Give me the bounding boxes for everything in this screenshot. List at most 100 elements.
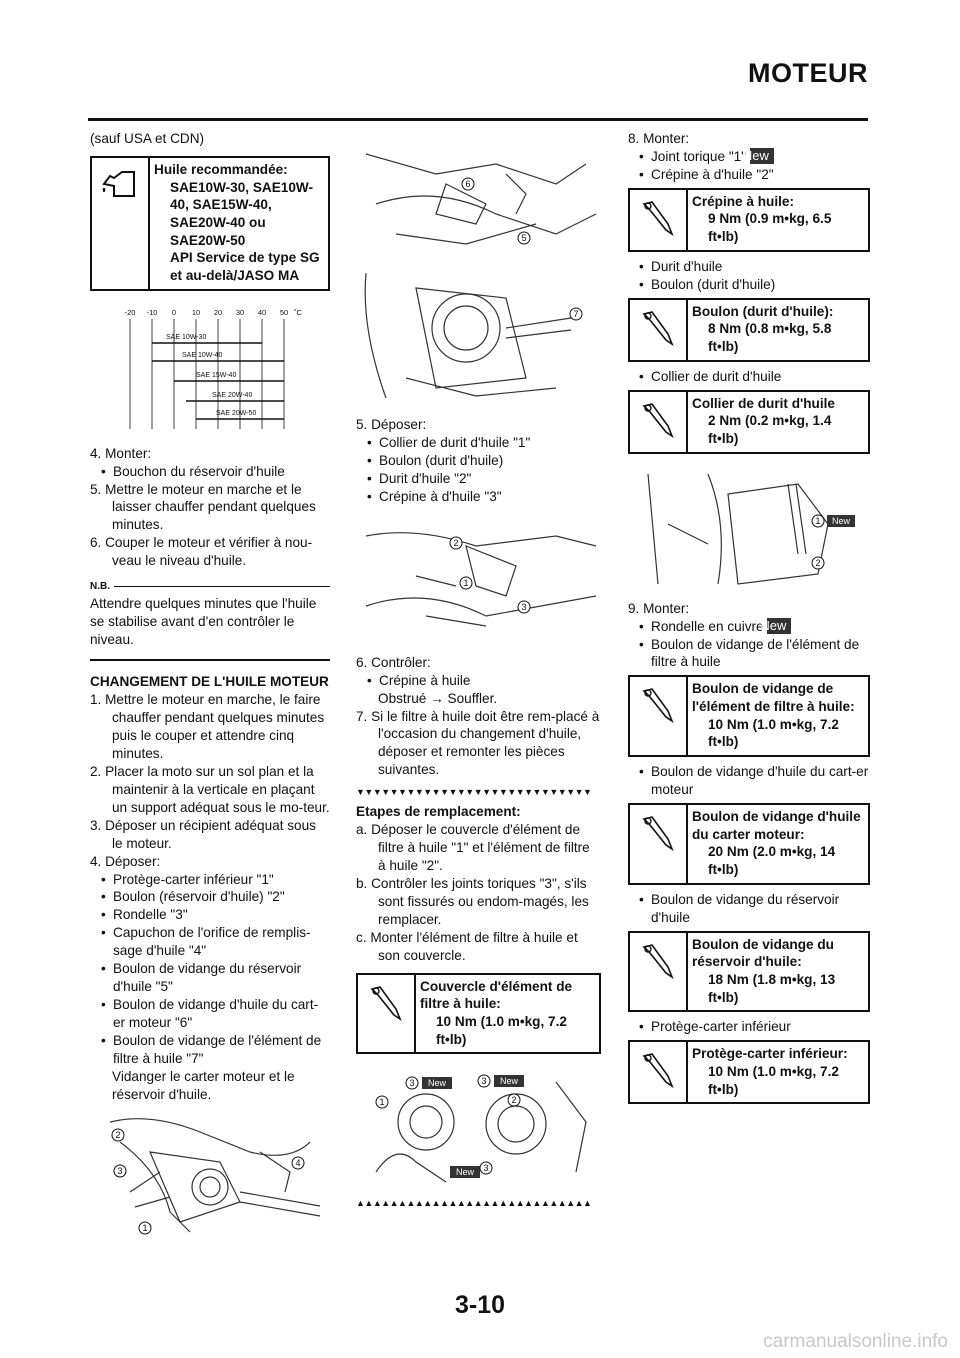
new-badge: New <box>743 147 774 164</box>
step: Boulon de vidange d'huile du cart-er mot… <box>628 763 870 799</box>
callout-label: 3 <box>117 1166 122 1176</box>
step: 5. Déposer: <box>356 417 427 432</box>
step: b. Contrôler les joints toriques "3", s'… <box>356 875 589 927</box>
step: Boulon de vidange d'huile du cart-er mot… <box>90 996 330 1032</box>
oil-spec-value: et au-delà/JASO MA <box>170 267 300 283</box>
engine-illustration-4: 2 1 3 <box>365 531 597 627</box>
spec-value: 10 Nm (1.0 m•kg, 7.2 ft•lb) <box>708 716 839 750</box>
step: Boulon de vidange du réservoir d'huile "… <box>90 960 330 996</box>
step: Protège-carter inférieur <box>628 1018 870 1036</box>
callout-label: 1 <box>815 516 820 526</box>
oil-spec-value: SAE20W-40 ou <box>170 214 266 230</box>
torque-spec-box: Boulon (durit d'huile): 8 Nm (0.8 m•kg, 5… <box>628 297 870 362</box>
torque-spec-box: Boulon de vidange d'huile du carter mote… <box>628 802 870 885</box>
step: Collier de durit d'huile "1" <box>356 434 601 452</box>
step: 2. Placer la moto sur un sol plan et la … <box>90 763 330 815</box>
engine-illustration-3: 7 <box>364 272 583 399</box>
new-badge-label: New <box>500 1076 519 1086</box>
grade-label: SAE 15W-40 <box>196 372 236 379</box>
callout-label: 1 <box>379 1097 384 1107</box>
step: Crépine à d'huile "3" <box>356 488 601 506</box>
step: Crépine à d'huile "2" <box>628 166 870 184</box>
new-badge-label: New <box>832 516 851 526</box>
step: Boulon de vidange de l'élément de filtre… <box>90 1032 330 1068</box>
page-number: 3-10 <box>454 1291 506 1319</box>
torque-spec-text: Boulon de vidange de l'élément de filtre… <box>688 677 868 755</box>
callout-label: 3 <box>481 1076 486 1086</box>
step: Joint torique "1" New <box>628 147 870 166</box>
steps-end-marker: ▲▲▲▲▲▲▲▲▲▲▲▲▲▲▲▲▲▲▲▲▲▲▲▲▲▲▲▲ <box>356 1198 592 1209</box>
oil-spec-value: 40, SAE15W-40, <box>170 197 272 213</box>
spec-title: Boulon (durit d'huile): <box>692 303 834 319</box>
nb-note: N.B. Attendre quelques minutes que l'hui… <box>90 580 330 662</box>
step: 6. Couper le moteur et vérifier à nou-ve… <box>90 535 313 569</box>
spec-title: Boulon de vidange de l'élément de filtre… <box>692 681 855 715</box>
new-badge-mark <box>827 514 855 527</box>
steps-list-c2a: 5. Déposer: Collier de durit d'huile "1"… <box>356 416 601 506</box>
step: Collier de durit d'huile <box>628 368 870 386</box>
callout-label: 1 <box>142 1223 147 1233</box>
callout-label: 6 <box>465 179 470 189</box>
callout-label: 2 <box>115 1130 120 1140</box>
item-text: Rondelle en cuivre <box>651 618 764 634</box>
step: 7. Si le filtre à huile doit être rem-pl… <box>356 708 600 778</box>
new-badge: New <box>760 617 792 634</box>
step: Capuchon de l'orifice de remplis-sage d'… <box>90 924 330 960</box>
spec-title: Crépine à huile: <box>692 193 794 209</box>
page-title: MOTEUR <box>748 58 868 88</box>
torque-spec-box: Boulon de vidange du réservoir d'huile:1… <box>628 930 870 1013</box>
engine-illustration-2: 6 5 <box>365 153 597 245</box>
oil-spec-box: Huile recommandée: SAE10W-30, SAE10W- 40… <box>90 155 330 291</box>
chart-tick: ˚C <box>294 308 302 317</box>
nb-label: N.B. <box>90 581 110 593</box>
new-badge-label: New <box>456 1167 475 1177</box>
callout-label: 2 <box>511 1095 516 1105</box>
spec-title: Collier de durit d'huile <box>692 395 835 411</box>
torque-spec-box: Crépine à huile: 9 Nm (0.9 m•kg, 6.5 ft•l… <box>628 187 870 252</box>
step: Vidanger le carter moteur et le réservoi… <box>112 1068 295 1102</box>
spec-value: 9 Nm (0.9 m•kg, 6.5 ft•lb) <box>708 211 832 245</box>
step: Rondelle "3" <box>90 906 330 924</box>
new-badge-mark <box>422 1077 452 1090</box>
replacement-steps-title: Etapes de remplacement: <box>356 804 521 820</box>
callout-label: 3 <box>409 1078 414 1088</box>
chart-tick: 40 <box>258 308 266 317</box>
torque-wrench-icon <box>630 1042 688 1103</box>
torque-wrench-icon <box>630 804 688 883</box>
item-text: Joint torique "1" <box>651 148 747 164</box>
chart-tick: -20 <box>125 308 136 317</box>
torque-wrench-icon <box>630 391 688 452</box>
chart-tick: 10 <box>192 308 200 317</box>
steps-list-a: 4. Monter: Bouchon du réservoir d'huile … <box>90 445 330 571</box>
new-badge-mark <box>494 1075 524 1088</box>
callout-label: 4 <box>295 1158 300 1168</box>
spec-value: 10 Nm (1.0 m•kg, 7.2 ft•lb) <box>436 1013 567 1047</box>
spec-value: 8 Nm (0.8 m•kg, 5.8 ft•lb) <box>708 321 832 355</box>
step: a. Déposer le couvercle d'élément de fil… <box>356 822 590 873</box>
step: Protège-carter inférieur "1" <box>90 871 330 889</box>
column-1: (sauf USA et CDN) Huile recommandée: SAE… <box>90 130 330 1240</box>
header-rule <box>88 118 868 121</box>
grade-label: SAE 20W-50 <box>216 410 256 417</box>
step: Boulon (durit d'huile) <box>356 452 601 470</box>
grade-label: SAE 10W-30 <box>166 334 206 341</box>
chart-tick: 0 <box>172 308 176 317</box>
step: Rondelle en cuivre New <box>628 617 870 636</box>
column-2: 6 5 7 5. Déposer: Collier de durit d'hui… <box>356 130 601 1214</box>
callout-label: 1 <box>463 578 468 588</box>
spec-value: 10 Nm (1.0 m•kg, 7.2 ft•lb) <box>708 1063 839 1097</box>
steps-list-b: 1. Mettre le moteur en marche, le faire … <box>90 691 330 1104</box>
steps-list-c2b: 6. Contrôler: Crépine à huile Obstrué → … <box>356 654 601 780</box>
oil-can-icon <box>92 157 150 289</box>
torque-spec-text: Crépine à huile: 9 Nm (0.9 m•kg, 6.5 ft•l… <box>688 190 868 250</box>
nb-text: Attendre quelques minutes que l'huile se… <box>90 596 317 648</box>
spec-title: Protège-carter inférieur: <box>692 1046 848 1062</box>
grade-label: SAE 20W-40 <box>212 392 252 399</box>
new-badge-label: New <box>428 1078 447 1088</box>
viscosity-chart: -20 -10 0 10 20 30 40 50 ˚C SAE 10W-30 S… <box>125 308 303 429</box>
step: 4. Déposer: <box>90 853 161 869</box>
step: c. Monter l'élément de filtre à huile et… <box>356 929 578 963</box>
callout-label: 3 <box>521 602 526 612</box>
